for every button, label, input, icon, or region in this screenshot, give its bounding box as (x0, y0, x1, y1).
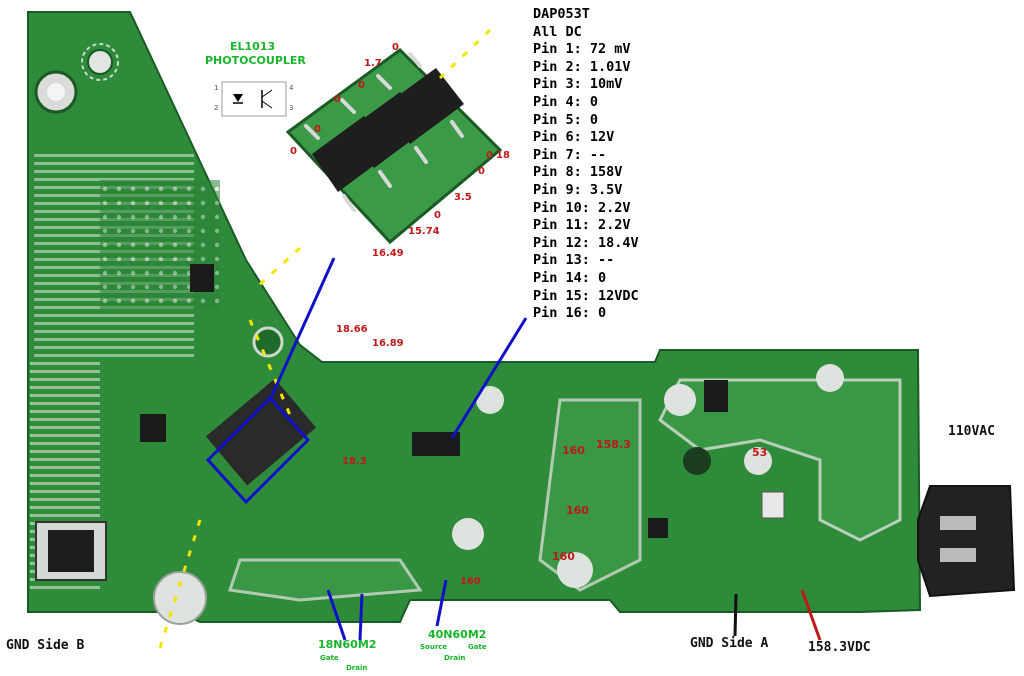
cap-pad-4 (557, 552, 593, 588)
zoom-value-0-g: 0 (478, 166, 485, 177)
zoom-value-3-5: 3.5 (454, 192, 472, 203)
board-value-18-66: 18.66 (336, 324, 368, 335)
mounting-hole-2 (87, 49, 113, 75)
cap-pad-7 (252, 326, 284, 358)
board-value-160-c: 160 (552, 550, 575, 563)
mosfet2-drain: Drain (444, 654, 466, 662)
gnd-side-a-label: GND Side A (690, 636, 769, 651)
pin-2: Pin 2: 1.01V (533, 58, 631, 75)
pin-16: Pin 16: 0 (533, 305, 607, 322)
pin-15: Pin 15: 12VDC (533, 287, 639, 304)
zoom-value-0-f: 0 (486, 150, 493, 161)
ic-u4 (648, 518, 668, 538)
pin-4: Pin 4: 0 (533, 93, 599, 110)
pin-9: Pin 9: 3.5V (533, 181, 623, 198)
pin-7: Pin 7: -- (533, 146, 607, 163)
pin-5: Pin 5: 0 (533, 111, 599, 128)
photocoupler-pin-4: 4 (289, 84, 294, 92)
chip-title: DAP053T (533, 6, 590, 22)
zoom-value-0-e: 0 (290, 146, 297, 157)
mosfet1-gate: Gate (320, 654, 339, 662)
photocoupler-board-area (205, 378, 317, 486)
cap-pad-1 (153, 571, 207, 625)
blue-pointer-lines (205, 257, 528, 641)
pin-10: Pin 10: 2.2V (533, 199, 631, 216)
dap053t-pin-list: DAP053T All DC Pin 1: 72 mV Pin 2: 1.01V… (533, 6, 639, 323)
zoom-value-0-c: 0 (334, 94, 341, 105)
photocoupler-symbol (221, 81, 287, 117)
cap-pad-5 (816, 364, 844, 392)
mosfet2-gate: Gate (468, 643, 487, 651)
pin-8: Pin 8: 158V (533, 164, 623, 181)
board-value-18-3: 18.3 (342, 456, 367, 467)
mosfet2-source: Source (420, 643, 448, 651)
mosfet1-name: 18N60M2 (318, 638, 377, 651)
board-value-160-b: 160 (566, 504, 589, 517)
input-label: 110VAC (948, 424, 995, 439)
pin-11: Pin 11: 2.2V (533, 217, 631, 234)
board-value-160-d: 160 (460, 576, 481, 587)
yellow-dash-guide (158, 28, 492, 649)
photocoupler-pin-2: 2 (214, 104, 219, 112)
cap-pad-8 (683, 447, 711, 475)
cap-pad-6 (664, 384, 696, 416)
photocoupler-pin-3: 3 (289, 104, 294, 112)
ic-u2 (140, 414, 166, 442)
photocoupler-label: PHOTOCOUPLER (205, 54, 306, 67)
board-value-158-3: 158.3 (596, 438, 631, 451)
board-value-53: 53 (752, 446, 768, 459)
pin-3: Pin 3: 10mV (533, 76, 623, 93)
zoom-value-15-74: 15.74 (408, 226, 440, 237)
pin-14: Pin 14: 0 (533, 269, 607, 286)
zoom-value-0-b: 0 (358, 80, 365, 91)
hv-traces (658, 378, 902, 542)
qr-code (761, 491, 785, 519)
mosfet1-drain: Drain (346, 664, 368, 672)
vdc-label: 158.3VDC (808, 640, 871, 655)
zoom-value-18: 18 (496, 150, 510, 161)
zoom-value-0-a: 0 (392, 42, 399, 53)
ic-u1 (190, 264, 214, 292)
vdc-pointer (800, 589, 822, 641)
gnd-side-b-label: GND Side B (6, 638, 85, 653)
chip-subtitle: All DC (533, 23, 582, 40)
zoom-value-16-49: 16.49 (372, 248, 404, 259)
board-value-160-a: 160 (562, 444, 585, 457)
zoom-value-1-7: 1.7 (364, 58, 382, 69)
cap-pad-2 (476, 386, 504, 414)
zoom-value-0-d: 0 (314, 124, 321, 135)
mosfet2-name: 40N60M2 (428, 628, 487, 641)
photocoupler-pin-1: 1 (214, 84, 219, 92)
zoom-value-0-h: 0 (434, 210, 441, 221)
gnd-a-pointer (733, 593, 738, 637)
cap-pad-3 (452, 518, 484, 550)
pin-13: Pin 13: -- (533, 252, 615, 269)
ic-u3 (704, 380, 728, 412)
ac-input-plug (917, 485, 1016, 598)
pin-1: Pin 1: 72 mV (533, 41, 631, 58)
pin-6: Pin 6: 12V (533, 129, 615, 146)
photocoupler-zoom (285, 48, 503, 245)
cap-pad-9 (744, 447, 772, 475)
pin-12: Pin 12: 18.4V (533, 234, 639, 251)
photocoupler-name: EL1013 (230, 40, 276, 53)
board-value-16-89: 16.89 (372, 338, 404, 349)
